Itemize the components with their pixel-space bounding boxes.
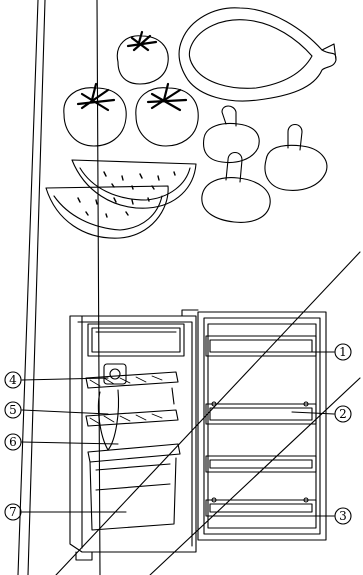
callout-6-label: 6 [9, 435, 17, 449]
watermelon-slice-icon [72, 160, 196, 208]
tomato-icon [136, 84, 198, 146]
refrigerator-icon [70, 310, 326, 560]
tomato-icon [64, 84, 126, 146]
margin-lines [18, 0, 100, 575]
ham-icon [179, 8, 336, 101]
watermelon-slice-icon [46, 186, 168, 238]
mushroom-icon [265, 125, 327, 191]
callout-leaders [22, 352, 334, 516]
callout-5-label: 5 [9, 403, 17, 417]
callout-2-label: 2 [339, 407, 347, 421]
callout-3-label: 3 [339, 509, 347, 523]
callout-7-label: 7 [9, 505, 17, 519]
tomato-icon [117, 32, 168, 84]
callout-1-label: 1 [339, 345, 347, 359]
mushroom-icon [202, 153, 270, 223]
callout-circles [5, 344, 351, 524]
callout-4-label: 4 [9, 373, 17, 387]
